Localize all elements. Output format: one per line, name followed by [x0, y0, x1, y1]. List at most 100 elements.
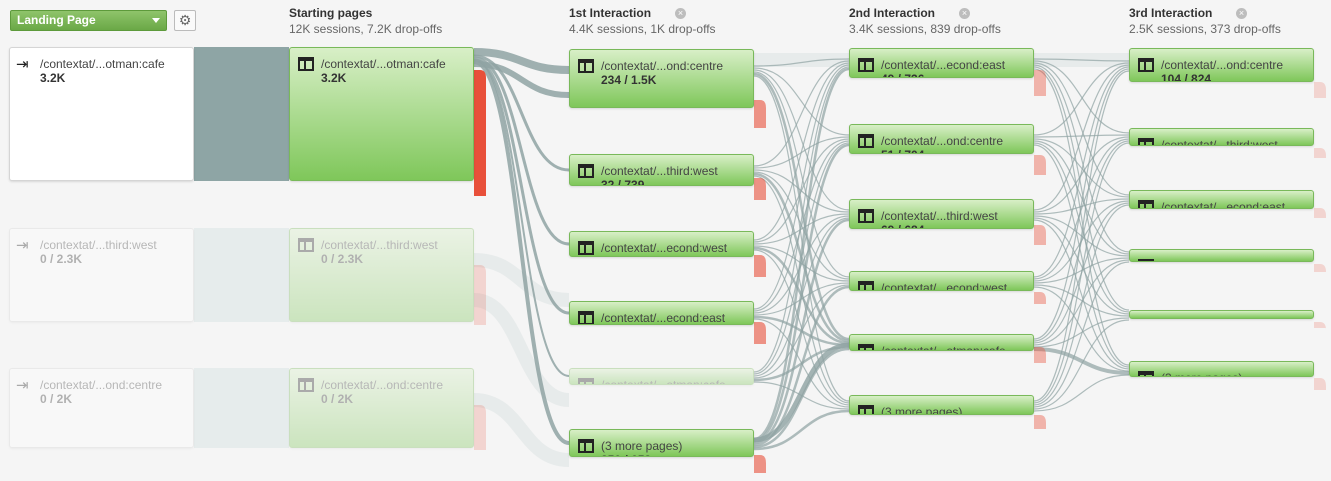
- node-label: /contextat/...econd:west: [601, 241, 728, 255]
- dropoff-bar: [1314, 378, 1326, 390]
- dropoff-bar: [754, 100, 766, 128]
- page-layout-icon: [298, 378, 314, 392]
- flow-link: [1033, 138, 1130, 280]
- page-layout-icon: [578, 311, 594, 324]
- page-layout-icon: [578, 439, 594, 453]
- flow-link: [473, 54, 570, 172]
- chevron-down-icon: [152, 18, 160, 23]
- close-column-icon[interactable]: ×: [675, 8, 686, 19]
- landing-flow-faded: [194, 368, 289, 448]
- dropoff-bar: [1034, 70, 1046, 96]
- interaction-2-node[interactable]: /contextat/...econd:east49 / 736: [849, 48, 1034, 78]
- interaction-1-node[interactable]: /contextat/...econd:west24 / 602: [569, 231, 754, 257]
- interaction-2-node[interactable]: /contextat/...otman:cafe249 / 375: [849, 334, 1034, 351]
- flow-link: [1033, 66, 1130, 311]
- interaction-1-node[interactable]: (3 more pages)250 / 652: [569, 429, 754, 457]
- node-label: (3 more pages): [1161, 371, 1242, 376]
- flow-link: [753, 72, 850, 341]
- page-layout-icon: [1138, 259, 1154, 261]
- flow-link: [1033, 70, 1130, 402]
- page-layout-icon: [578, 241, 594, 255]
- close-column-icon[interactable]: ×: [1236, 8, 1247, 19]
- dropoff-bar: [1034, 225, 1046, 245]
- dropoff-bar: [474, 405, 486, 450]
- arrow-in-icon: ⇥: [16, 237, 29, 254]
- dropoff-bar: [754, 255, 766, 277]
- flow-link: [1033, 140, 1130, 255]
- flow-link: [473, 293, 570, 407]
- dimension-selector-label: Landing Page: [17, 13, 96, 27]
- node-value: 0 / 2.3K: [321, 252, 364, 266]
- column-subtitle: 3.4K sessions, 839 drop-offs: [849, 22, 1001, 36]
- column-subtitle: 4.4K sessions, 1K drop-offs: [569, 22, 716, 36]
- column-header-1st: 1st Interaction 4.4K sessions, 1K drop-o…: [569, 6, 716, 37]
- flow-link: [1033, 286, 1130, 372]
- dropoff-bar: [474, 70, 486, 196]
- flow-link: [753, 143, 850, 443]
- node-label: (3 more pages): [881, 405, 963, 415]
- node-label: (3 more pages): [601, 439, 683, 453]
- page-layout-icon: [1138, 58, 1154, 72]
- page-layout-icon: [858, 58, 874, 72]
- node-label: /contextat/...ond:centre: [881, 134, 1004, 148]
- node-value: 32 / 739: [601, 178, 645, 186]
- column-subtitle: 2.5K sessions, 373 drop-offs: [1129, 22, 1281, 36]
- flow-link: [473, 48, 570, 74]
- node-value: 69 / 684: [881, 223, 924, 228]
- settings-button[interactable]: ⚙: [174, 10, 196, 31]
- dropoff-bar: [754, 322, 766, 344]
- node-label: /contextat/...econd:east: [601, 311, 726, 325]
- flow-link: [753, 60, 850, 167]
- node-value: 49 / 736: [881, 72, 924, 77]
- arrow-in-icon: ⇥: [16, 56, 29, 73]
- close-column-icon[interactable]: ×: [959, 8, 970, 19]
- node-value: 24 / 602: [601, 255, 644, 256]
- dropoff-bar: [754, 455, 766, 473]
- landing-flow: [194, 47, 289, 181]
- interaction-2-node[interactable]: /contextat/...third:west69 / 684: [849, 199, 1034, 229]
- node-label: /contextat/...econd:west: [1161, 259, 1287, 261]
- dropoff-bar: [1034, 292, 1046, 304]
- flow-link: [473, 61, 570, 98]
- interaction-3-node[interactable]: /contextat/...econd:west13 / 325: [1129, 249, 1314, 262]
- node-label: /contextat/...ond:centre: [1161, 58, 1284, 72]
- node-label: /contextat/...third:west: [881, 209, 998, 223]
- interaction-1-node[interactable]: /contextat/...econd:east65 / 537: [569, 301, 754, 325]
- flow-link: [1033, 58, 1130, 62]
- flow-link: [1033, 217, 1130, 315]
- interaction-2-node[interactable]: /contextat/...ond:centre51 / 704: [849, 124, 1034, 154]
- node-label: /contextat/...otman:cafe: [601, 378, 726, 385]
- node-value: 234 / 1.5K: [601, 73, 657, 87]
- dropoff-bar: [1034, 155, 1046, 175]
- interaction-1-node[interactable]: /contextat/...otman:cafe0 / 385: [569, 368, 754, 385]
- node-value: 3.2K: [40, 71, 66, 85]
- flow-link: [753, 215, 850, 314]
- interaction-2-node[interactable]: /contextat/...econd:west22 / 414: [849, 271, 1034, 291]
- dimension-selector[interactable]: Landing Page: [10, 10, 167, 31]
- interaction-3-node[interactable]: /contextat/...otman:cafe21 / 221: [1129, 310, 1314, 319]
- interaction-3-node[interactable]: /contextat/...third:west24 / 413: [1129, 128, 1314, 146]
- flow-link: [473, 58, 570, 315]
- interaction-3-node[interactable]: /contextat/...econd:east34 / 337: [1129, 190, 1314, 209]
- node-label: /contextat/...third:west: [601, 164, 718, 178]
- interaction-3-node[interactable]: (3 more pages)142 / 401: [1129, 361, 1314, 377]
- node-value: 3.2K: [321, 71, 347, 85]
- flow-link: [1033, 60, 1130, 134]
- flow-link: [1033, 317, 1130, 348]
- column-title: 3rd Interaction: [1129, 6, 1213, 20]
- interaction-2-node[interactable]: (3 more pages)43 / 447: [849, 395, 1034, 415]
- page-layout-icon: [858, 209, 874, 223]
- node-value: 250 / 652: [601, 453, 651, 456]
- flow-link: [753, 62, 850, 241]
- node-label: /contextat/...third:west: [40, 238, 157, 252]
